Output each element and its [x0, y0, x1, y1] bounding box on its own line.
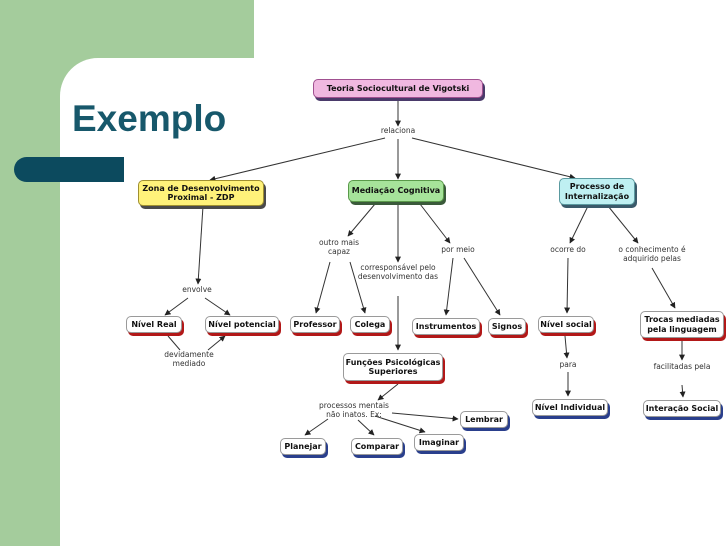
edge-envolve-nivelreal	[164, 297, 189, 316]
link-devidamente-mediado: devidamente mediado	[164, 350, 214, 368]
link-processos-mentais: processos mentais não inatos. Ex:	[319, 401, 389, 419]
edge-outro-colega	[349, 261, 367, 314]
edge-devidamente-nivelpotencial	[207, 335, 226, 351]
edge-processos-planejar	[304, 418, 329, 436]
edge-nivelsocial-para	[563, 335, 570, 359]
node-planejar: Planejar	[280, 438, 326, 455]
link-facilitadas-pela: facilitadas pela	[653, 362, 711, 371]
slide-content-area	[60, 58, 728, 546]
edge-facilitadas-interacao	[679, 384, 686, 398]
node-nivel-individual: Nível Individual	[532, 399, 608, 416]
link-por-meio: por meio	[441, 245, 475, 254]
edge-pormeio-instrumentos	[443, 257, 454, 316]
node-teoria-sociocultural: Teoria Sociocultural de Vigotski	[313, 79, 483, 98]
edge-mediacao-outro	[347, 203, 376, 237]
edge-ocorre-nivelsocial	[564, 257, 571, 314]
edge-pormeio-signos	[463, 257, 501, 316]
node-funcoes-psicologicas: Funções Psicológicas Superiores	[343, 353, 443, 381]
link-corresponsavel: corresponsável pelo desenvolvimento das	[357, 263, 439, 281]
link-outro-mais-capaz: outro mais capaz	[318, 238, 360, 256]
link-relaciona: relaciona	[380, 126, 416, 135]
node-nivel-potencial: Nível potencial	[205, 316, 279, 333]
edge-envolve-nivelpotencial	[204, 297, 231, 316]
node-comparar: Comparar	[351, 438, 403, 455]
node-trocas-mediadas: Trocas mediadas pela linguagem	[640, 311, 724, 338]
node-mediacao-cognitiva: Mediação Cognitiva	[348, 180, 444, 202]
edge-processos-lembrar	[391, 412, 459, 422]
edge-mediacao-pormeio	[419, 203, 451, 244]
node-zdp: Zona de Desenvolvimento Proximal - ZDP	[138, 180, 264, 206]
edge-relaciona-zdp	[209, 137, 386, 182]
node-professor: Professor	[290, 316, 340, 333]
edge-funcoes-processos	[377, 383, 399, 401]
edge-processos-comparar	[357, 419, 375, 436]
decorative-tab-bar	[14, 157, 124, 182]
edge-zdp-envolve	[195, 205, 204, 285]
node-processo-internalizacao: Processo de Internalização	[559, 178, 635, 205]
node-signos: Signos	[488, 318, 526, 335]
edge-nivelreal-devidamente	[167, 335, 181, 351]
edge-processos-imaginar	[374, 415, 426, 434]
node-nivel-social: Nível social	[538, 316, 594, 333]
edge-conhecimento-trocas	[651, 267, 676, 309]
node-colega: Colega	[350, 316, 390, 333]
slide-title: Exemplo	[72, 98, 227, 139]
node-interacao-social: Interação Social	[643, 400, 721, 417]
node-lembrar: Lembrar	[460, 411, 508, 428]
link-conhecimento-adquirido: o conhecimento é adquirido pelas	[618, 245, 686, 263]
edge-outro-professor	[314, 261, 331, 314]
link-envolve: envolve	[182, 285, 212, 294]
link-ocorre-do: ocorre do	[550, 245, 586, 254]
node-imaginar: Imaginar	[414, 434, 464, 451]
node-nivel-real: Nível Real	[126, 316, 182, 333]
edge-internalizacao-ocorre	[569, 205, 589, 244]
node-instrumentos: Instrumentos	[412, 318, 480, 335]
edge-relaciona-internalizacao	[411, 137, 576, 180]
edge-internalizacao-conhecimento	[607, 205, 639, 244]
link-para: para	[559, 360, 577, 369]
